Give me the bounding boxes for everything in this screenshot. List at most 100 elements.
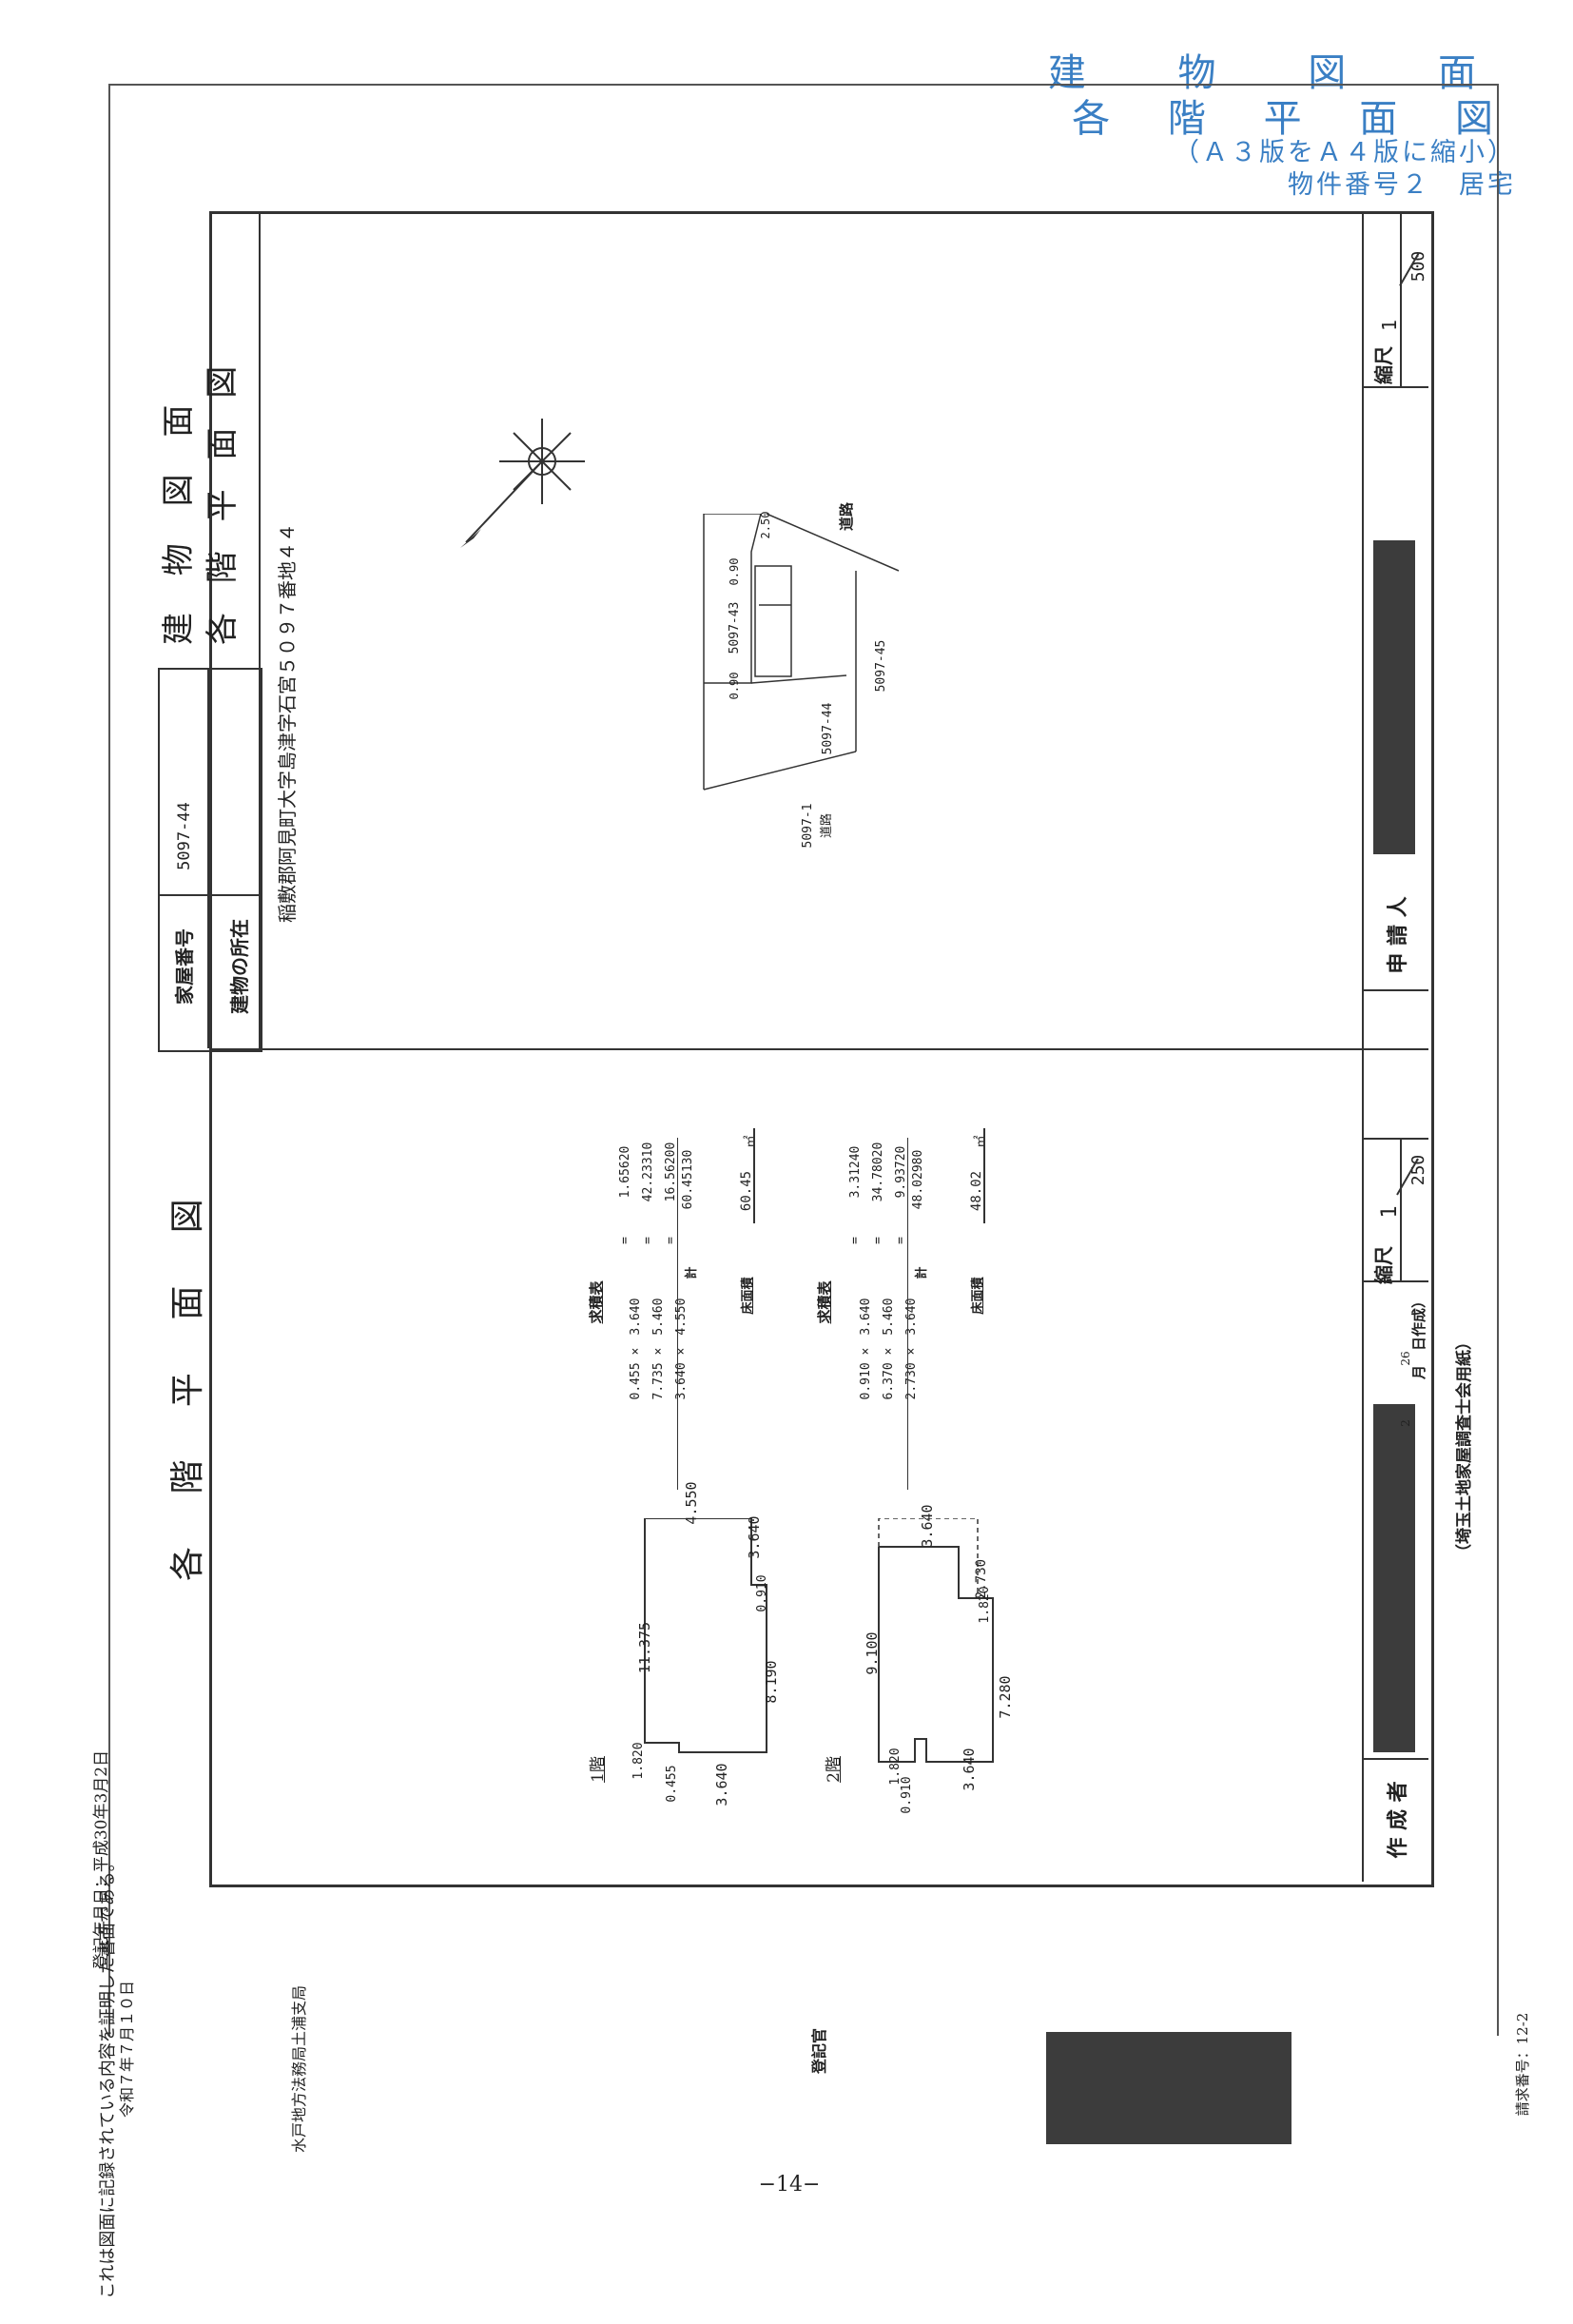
- floor1-sum: 60.45130: [681, 1149, 695, 1210]
- floor2-dim-3640: 3.640: [919, 1504, 936, 1548]
- floor2-area-label: 床面積: [971, 1277, 985, 1315]
- band-line-4: [1362, 1758, 1428, 1760]
- left-title-band: [209, 211, 261, 1048]
- header-note: （Ａ３版をＡ４版に縮小）: [1174, 138, 1516, 167]
- floor2-plan: [878, 1518, 994, 1763]
- floor1-calc-line: [677, 1138, 678, 1490]
- band-scale-split-2: [1400, 1138, 1402, 1280]
- association-note: （埼玉土地家屋調査士会用紙）: [1455, 1334, 1474, 1560]
- floor2-area: 48.02: [969, 1170, 984, 1212]
- floor1-row2-val: 42.23310: [641, 1142, 655, 1202]
- floor2-dim-7280: 7.280: [997, 1675, 1014, 1719]
- title-block-divider: [207, 668, 209, 1048]
- floor2-calc-line: [907, 1138, 908, 1490]
- floor1-row1-val: 1.65620: [618, 1145, 632, 1199]
- site-lot-1: 5097-1: [801, 803, 815, 849]
- outer-frame: [108, 84, 1499, 2036]
- applicant-redaction: [1373, 540, 1415, 854]
- floor1-dim-0910: 0.910: [755, 1574, 769, 1612]
- floor-plan-title-top: 各 階 平 面 図: [204, 356, 242, 645]
- floor1-dim-3640: 3.640: [746, 1515, 763, 1559]
- building-drawing-title: 建 物 図 面: [160, 391, 198, 645]
- location-label: 建物の所在: [228, 919, 251, 1014]
- floor2-dim-3640b: 3.640: [961, 1748, 978, 1791]
- floor1-row2-expr: 7.735 × 5.460: [651, 1298, 666, 1400]
- floor1-dim-3640b: 3.640: [713, 1763, 730, 1806]
- header-title-1: 建 物 図 面: [1047, 51, 1516, 95]
- floor-scale-label: 縮尺: [1372, 1246, 1395, 1284]
- site-lot-43: 5097-43: [728, 601, 742, 654]
- page-number: −14−: [758, 2173, 821, 2197]
- floor1-plan: [644, 1518, 767, 1753]
- site-scale-label: 縮尺: [1372, 346, 1395, 384]
- north-arrow-icon: [460, 419, 585, 548]
- floor1-label: 1階: [589, 1756, 608, 1783]
- floor1-area-label: 床面積: [741, 1277, 755, 1315]
- floor1-row3-expr: 3.640 × 4.550: [674, 1298, 689, 1400]
- site-lot-1-road: 道路: [820, 813, 834, 839]
- certification-text: これは図面に記録されている内容を証明した書面である。: [98, 1854, 118, 2299]
- floor1-area: 60.45: [739, 1170, 754, 1212]
- floor1-dim-0455: 0.455: [665, 1765, 679, 1803]
- registrar-seal-redaction: [1046, 2032, 1291, 2144]
- band-line-3: [1362, 1280, 1428, 1282]
- floor1-dim-8190: 8.190: [763, 1660, 780, 1704]
- band-line-1: [1362, 386, 1428, 388]
- request-number: 請求番号：12-2: [1514, 2012, 1531, 2117]
- certification-date: 令和７年７月１０日: [118, 1980, 136, 2118]
- floor2-dim-9100: 9.100: [864, 1631, 881, 1675]
- right-title-band: [1362, 211, 1430, 1882]
- applicant-label: 申 請 人: [1386, 896, 1410, 974]
- site-road-width: 2.50: [759, 511, 772, 539]
- floor1-dim-11375: 11.375: [636, 1621, 653, 1674]
- floor2-area-line: [983, 1128, 985, 1223]
- band-line-2: [1362, 989, 1428, 991]
- floor2-calc-title: 求積表: [816, 1280, 833, 1324]
- floor2-row2-expr: 6.370 × 5.460: [882, 1298, 896, 1400]
- creator-redaction: [1373, 1404, 1415, 1752]
- title-block-box: [158, 668, 262, 1052]
- floor1-row2-eq: =: [641, 1237, 655, 1244]
- registrar-label: 登記官: [810, 2028, 828, 2075]
- title-block-row-line: [158, 894, 259, 896]
- floor2-dim-0910: 0.910: [900, 1776, 914, 1814]
- floor1-row1-eq: =: [618, 1237, 632, 1244]
- band-scale-split: [1400, 211, 1402, 386]
- floor1-dim-1820: 1.820: [631, 1742, 646, 1780]
- floor1-dim-4550: 4.550: [683, 1481, 700, 1525]
- floor2-row2-val: 34.78020: [871, 1142, 885, 1202]
- floor1-row1-expr: 0.455 × 3.640: [629, 1298, 643, 1400]
- site-plan: [703, 514, 900, 791]
- site-lot-44: 5097-44: [821, 702, 835, 755]
- floor2-row1-expr: 0.910 × 3.640: [859, 1298, 873, 1400]
- floor-plan-title-main: 各 階 平 面 図: [168, 1178, 207, 1581]
- floor1-sum-label: 計: [685, 1266, 699, 1279]
- floor2-row2-eq: =: [871, 1237, 885, 1244]
- floor2-row1-val: 3.31240: [848, 1145, 863, 1199]
- floor2-sum-label: 計: [915, 1266, 929, 1279]
- creator-date-suffix: 月 日作成）: [1410, 1294, 1427, 1380]
- floor2-row1-eq: =: [848, 1237, 863, 1244]
- floor-scale-numerator: 1: [1378, 1205, 1402, 1219]
- floor2-dim-1820: 1.820: [978, 1586, 992, 1624]
- site-lot-45: 5097-45: [874, 639, 888, 693]
- floor1-calc-title: 求積表: [588, 1280, 605, 1324]
- floor2-label: 2階: [825, 1756, 844, 1783]
- sheet-split-line: [209, 1048, 1428, 1050]
- site-road-label: 道路: [838, 502, 855, 532]
- floor2-row3-expr: 2.730 × 3.640: [904, 1298, 919, 1400]
- floor1-area-line: [753, 1128, 755, 1223]
- floor2-sum: 48.02980: [911, 1149, 925, 1210]
- location-value: 稲敷郡阿見町大字島津字石宮５０９７番地４４: [276, 523, 299, 923]
- creator-date-month: 2: [1399, 1419, 1412, 1427]
- site-dim-b: 0.90: [728, 672, 741, 700]
- site-scale-numerator: 1: [1378, 319, 1401, 332]
- certification-office: 水戸地方法務局土浦支局: [290, 1984, 308, 2153]
- creator-label: 作 成 者: [1386, 1781, 1410, 1859]
- house-number-value: 5097-44: [175, 802, 194, 870]
- header-property: 物件番号２ 居宅: [1288, 170, 1516, 200]
- site-dim-a: 0.90: [728, 557, 741, 586]
- house-number-label: 家屋番号: [173, 928, 196, 1005]
- header-title-2: 各 階 平 面 図: [1072, 97, 1516, 141]
- band-line-5: [1362, 1138, 1428, 1140]
